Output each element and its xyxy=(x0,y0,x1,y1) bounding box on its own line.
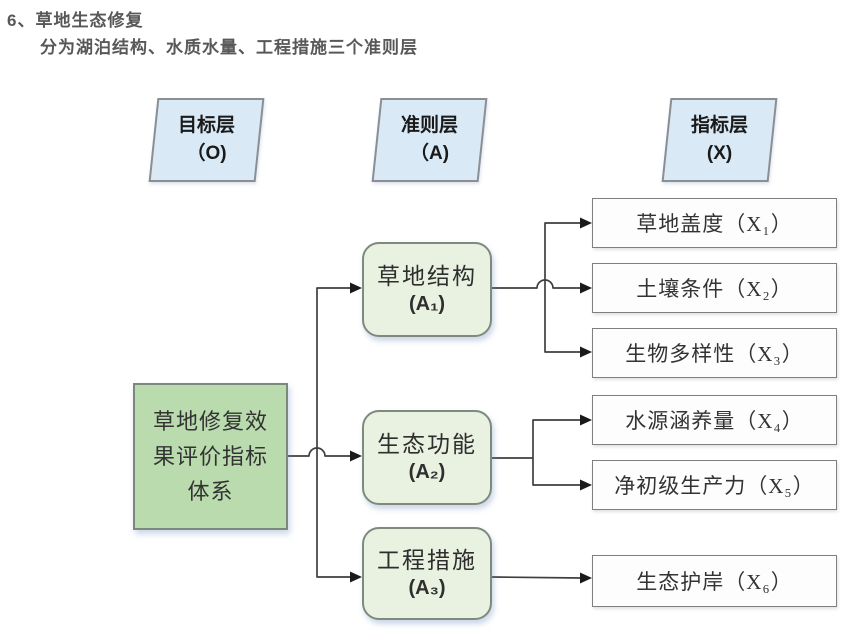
goal-node: 草地修复效果评价指标体系 xyxy=(133,383,288,530)
goal-branch-line xyxy=(316,287,351,578)
a2-branch-line xyxy=(532,419,581,486)
layer-header-criteria: 准则层 （A) xyxy=(371,98,488,182)
criteria-node-a1-code: (A₁) xyxy=(408,293,446,316)
criteria-node-a3-code: (A₃) xyxy=(408,577,446,600)
indicator-node-x5-label: 净初级生产力（X₅） xyxy=(614,474,815,498)
indicator-node-x1-label: 草地盖度（X₁） xyxy=(636,212,793,236)
a3-to-x6-line xyxy=(491,576,582,579)
indicator-node-x2-label: 土壤条件（X₂） xyxy=(636,277,793,301)
indicator-node-x3-label: 生物多样性（X₃） xyxy=(625,342,804,366)
criteria-node-a2-code: (A₂) xyxy=(408,461,446,484)
criteria-node-a3: 工程措施 (A₃) xyxy=(362,527,492,620)
indicator-node-x2: 土壤条件（X₂） xyxy=(592,263,837,313)
a1-to-x2-line xyxy=(492,279,581,289)
criteria-node-a1-label: 草地结构 xyxy=(377,263,477,289)
section-subtitle: 分为湖泊结构、水质水量、工程措施三个准则层 xyxy=(40,38,418,57)
criteria-node-a3-label: 工程措施 xyxy=(377,547,477,573)
layer-header-criteria-label: 准则层 xyxy=(400,115,458,137)
layer-header-indicator-label: 指标层 xyxy=(690,115,748,137)
layer-header-goal-label: 目标层 xyxy=(177,115,235,137)
indicator-node-x4-label: 水源涵养量（X₄） xyxy=(625,409,804,433)
criteria-node-a1: 草地结构 (A₁) xyxy=(362,242,492,337)
criteria-node-a2: 生态功能 (A₂) xyxy=(362,410,492,505)
indicator-node-x6: 生态护岸（X₆） xyxy=(592,555,837,607)
layer-header-indicator-code: (X) xyxy=(706,143,733,164)
indicator-node-x6-label: 生态护岸（X₆） xyxy=(636,570,793,594)
goal-to-a2-line xyxy=(288,447,351,457)
layer-header-indicator: 指标层 (X) xyxy=(661,98,778,182)
goal-node-label: 草地修复效果评价指标体系 xyxy=(152,408,268,505)
criteria-node-a2-label: 生态功能 xyxy=(377,431,477,457)
layer-header-criteria-code: （A) xyxy=(409,143,450,164)
indicator-node-x4: 水源涵养量（X₄） xyxy=(592,395,837,445)
a1-branch-line xyxy=(544,222,581,353)
section-title: 6、草地生态修复 xyxy=(7,11,144,30)
layer-header-goal-code: （O) xyxy=(186,143,227,164)
indicator-node-x5: 净初级生产力（X₅） xyxy=(592,460,837,510)
indicator-node-x3: 生物多样性（X₃） xyxy=(592,328,837,378)
layer-header-goal: 目标层 （O) xyxy=(148,98,265,182)
indicator-node-x1: 草地盖度（X₁） xyxy=(592,198,837,248)
arrowheads xyxy=(350,217,592,584)
